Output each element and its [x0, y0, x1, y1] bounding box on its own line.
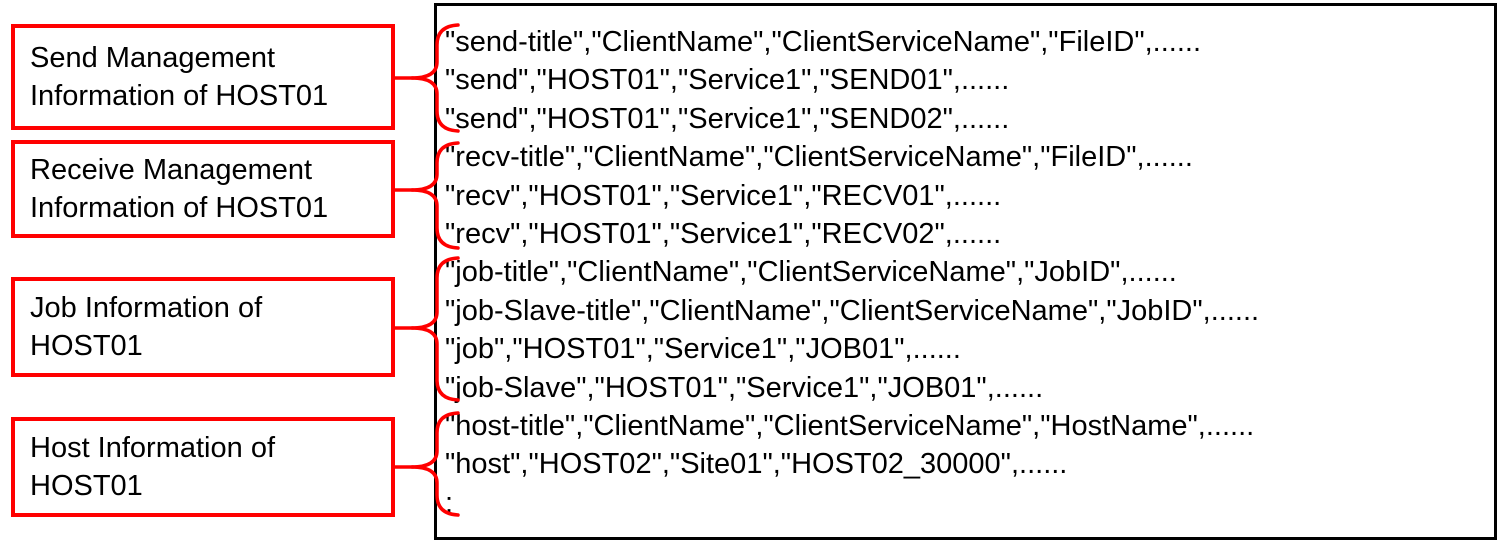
- csv-line-continuation: :: [445, 486, 454, 519]
- callout-label: Send Management Information of HOST01: [30, 42, 329, 112]
- callout-label: Receive Management Information of HOST01: [30, 154, 329, 224]
- csv-line-job-title: "job-title","ClientName","ClientServiceN…: [445, 256, 1177, 289]
- csv-output-text: "send-title","ClientName","ClientService…: [445, 23, 1490, 522]
- csv-line-send-2: "send","HOST01","Service1","SEND02",....…: [445, 102, 1010, 135]
- csv-line-send-1: "send","HOST01","Service1","SEND01",....…: [445, 64, 1010, 97]
- csv-line-host-1: "host","HOST02","Site01","HOST02_30000",…: [445, 448, 1068, 481]
- callout-receive-management: Receive Management Information of HOST01: [11, 140, 395, 238]
- csv-output-frame: "send-title","ClientName","ClientService…: [434, 3, 1497, 540]
- csv-line-send-title: "send-title","ClientName","ClientService…: [445, 26, 1202, 58]
- callout-label: Host Information of HOST01: [30, 432, 275, 502]
- callout-label: Job Information of HOST01: [30, 292, 263, 362]
- csv-line-job-slave-1: "job-Slave","HOST01","Service1","JOB01",…: [445, 371, 1044, 404]
- callout-host-information: Host Information of HOST01: [11, 417, 395, 517]
- csv-line-host-title: "host-title","ClientName","ClientService…: [445, 409, 1255, 442]
- csv-line-job-1: "job","HOST01","Service1","JOB01",......: [445, 333, 961, 366]
- callout-job-information: Job Information of HOST01: [11, 277, 395, 377]
- csv-line-recv-title: "recv-title","ClientName","ClientService…: [445, 141, 1193, 174]
- csv-line-job-slave-title: "job-Slave-title","ClientName","ClientSe…: [445, 294, 1260, 327]
- csv-line-recv-1: "recv","HOST01","Service1","RECV01",....…: [445, 179, 1002, 212]
- callout-send-management: Send Management Information of HOST01: [11, 24, 395, 130]
- csv-line-recv-2: "recv","HOST01","Service1","RECV02",....…: [445, 217, 1002, 250]
